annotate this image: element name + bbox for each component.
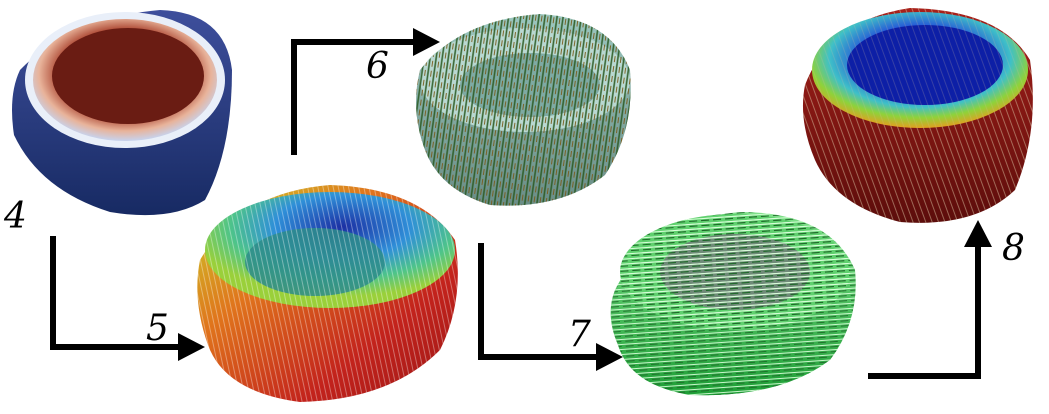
step-label-6: 6 bbox=[366, 46, 389, 87]
arrow-4-to-5 bbox=[50, 236, 205, 361]
step-label-7: 7 bbox=[568, 314, 591, 355]
arrow-6-to-7 bbox=[478, 243, 623, 371]
ventricle-7 bbox=[610, 212, 856, 396]
arrow-5-to-6 bbox=[291, 28, 440, 155]
ventricle-4 bbox=[12, 10, 232, 216]
step-label-5: 5 bbox=[146, 308, 169, 349]
arrow-7-to-8 bbox=[868, 220, 992, 379]
ventricle-5 bbox=[197, 185, 458, 402]
ventricle-8 bbox=[802, 8, 1033, 223]
step-label-4: 4 bbox=[3, 196, 27, 237]
step-label-8: 8 bbox=[1002, 228, 1025, 269]
ventricle-6 bbox=[416, 14, 631, 206]
